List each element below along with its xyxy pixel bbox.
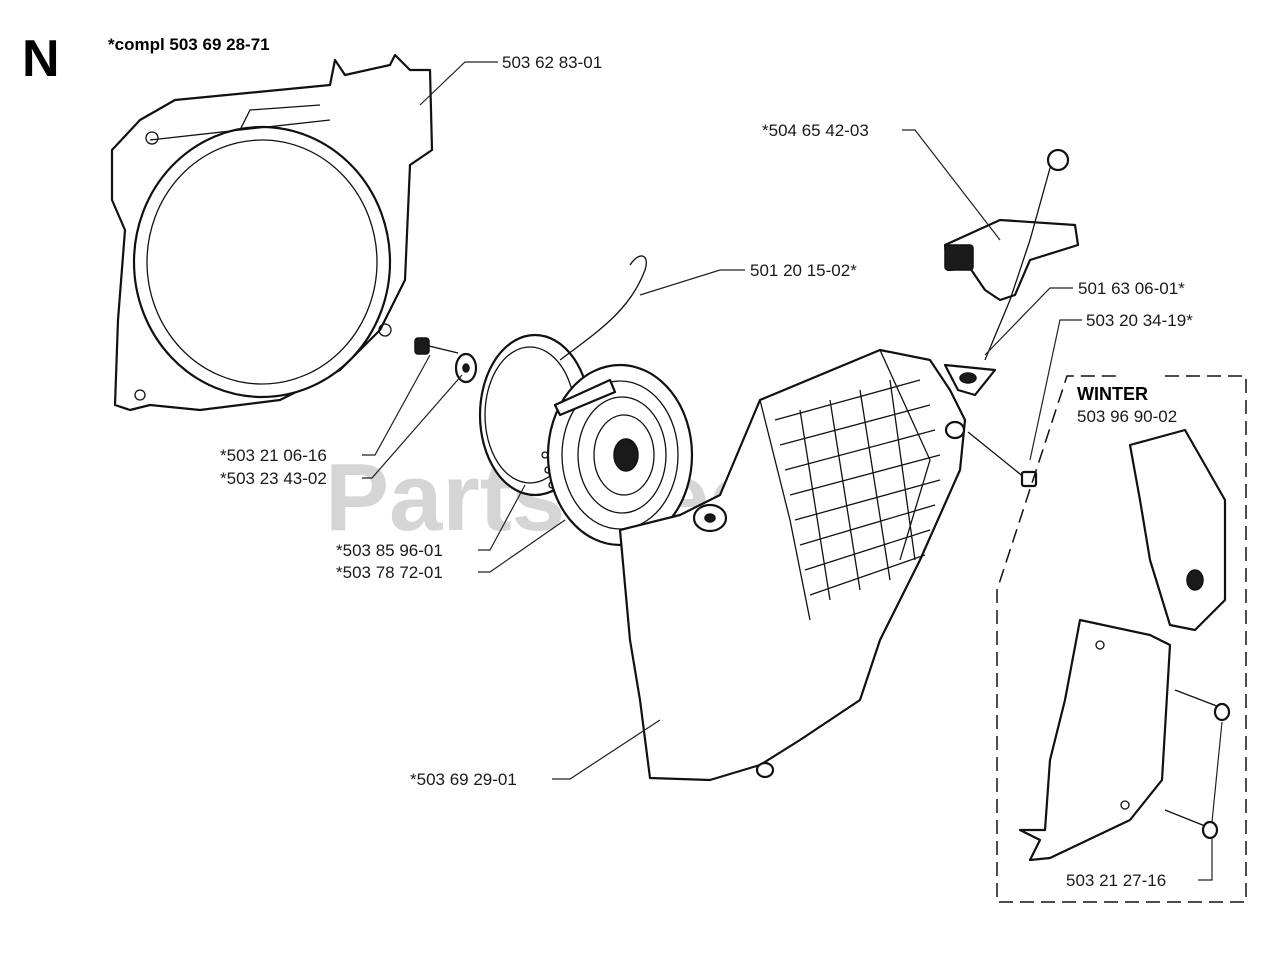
label-starter-cover: *503 69 29-01 [410,770,517,789]
label-winter-screws: 503 21 27-16 [1066,871,1166,890]
assembly-label: *compl 503 69 28-71 [108,35,270,54]
label-rope-pulley: *503 85 96-01 [336,541,443,560]
label-starter-rope: 501 20 15-02* [750,261,857,280]
label-washer: *503 23 43-02 [220,469,327,488]
recoil-spring-part [546,363,694,547]
section-letter: N [22,30,60,88]
fan-housing-part [110,53,434,412]
starter-cover-part [618,348,967,782]
label-rope-guide: 501 63 06-01* [1078,279,1185,298]
winter-kit-part-number: 503 96 90-02 [1077,407,1177,426]
washer-part [454,352,478,384]
label-pulley-screw: *503 21 06-16 [220,446,327,465]
rope-coil [559,255,647,361]
rope-guide-part [943,363,997,397]
label-recoil-spring: *503 78 72-01 [336,563,443,582]
starter-handle-part [943,148,1080,361]
winter-kit-title: WINTER [1077,384,1148,404]
label-guide-screw: 503 20 34-19* [1086,311,1193,330]
label-starter-handle: *504 65 42-03 [762,121,869,140]
pulley-screw-part [414,337,459,355]
winter-kit-box: WINTER 503 96 90-02 [996,375,1247,903]
label-fan-housing: 503 62 83-01 [502,53,602,72]
guide-screw-part [967,431,1038,488]
leader-lines [362,61,1223,881]
